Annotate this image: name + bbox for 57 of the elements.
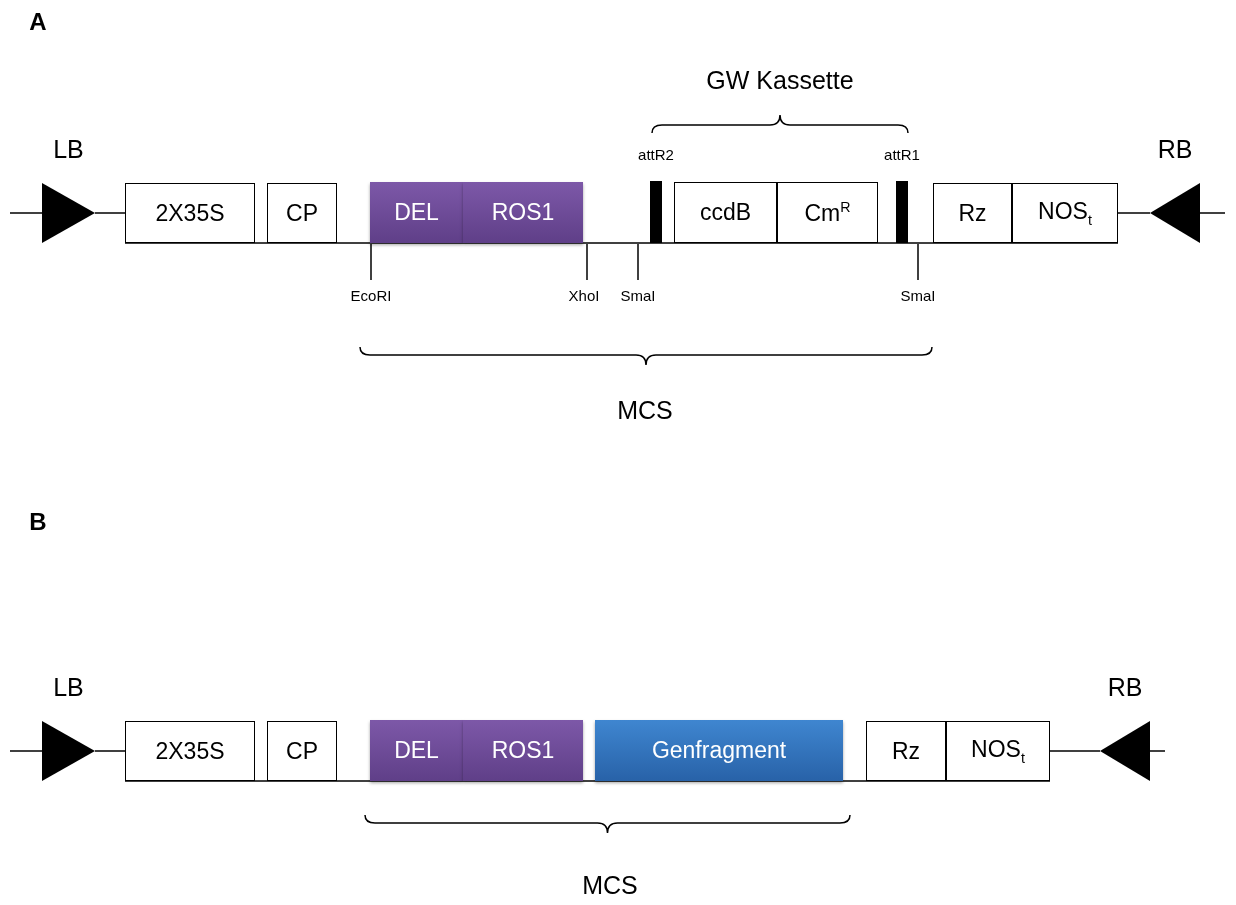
site-label: attR1 [884,146,920,163]
element-box [1012,183,1118,243]
border-label: LB [53,135,84,164]
leader-line [917,243,919,281]
site-label: EcoRI [350,286,392,304]
element-box [946,721,1050,781]
element-label: DEL [394,737,439,764]
leader-line [370,243,372,281]
dna-backbone-line [9,212,43,214]
dna-backbone-line [1149,750,1166,752]
border-label: LB [53,673,84,702]
dna-backbone-line [9,750,43,752]
dna-backbone-line [1117,212,1151,214]
element-box [267,721,337,781]
dna-backbone-line [1049,750,1101,752]
element-label: Rz [958,199,987,227]
panel-letter: B [29,508,47,536]
site-label: attR2 [638,146,674,163]
dna-backbone-line [94,750,126,752]
site-label: SmaI [620,286,656,304]
element-label: Genfragment [651,737,787,764]
leader-line [586,243,588,281]
gene-segment [370,720,463,781]
leader-line [637,243,639,281]
gene-segment [463,182,583,243]
element-box [866,721,946,781]
border-label: RB [1107,673,1143,702]
element-label: Cm$^{R}$ [804,198,851,227]
border-label: RB [1157,135,1193,164]
site-label: XhoI [568,286,600,304]
element-label: CP [286,199,318,227]
site-label: SmaI [900,286,936,304]
element-label: ROS1 [491,199,555,226]
element-box [125,721,255,781]
element-box [777,182,878,243]
gene-segment [463,720,583,781]
element-label: 2X35S [155,737,225,765]
element-label: ROS1 [491,737,555,764]
bracket-label: MCS [582,870,638,900]
element-box [125,183,255,243]
bracket-label: MCS [617,395,673,425]
panel-letter: A [29,8,47,36]
element-label: ccdB [699,199,752,226]
element-label: Rz [891,737,921,765]
bracket-label: GW Kassette [706,65,854,95]
element-label: NOS$_{t}$ [1038,198,1092,228]
gene-segment [370,182,463,243]
element-label: 2X35S [155,199,225,227]
element-label: CP [286,737,318,765]
element-label: NOS$_{t}$ [971,736,1025,766]
element-box [933,183,1012,243]
dna-backbone-line [94,212,126,214]
dna-backbone-line [1199,212,1226,214]
element-box [674,182,777,243]
gene-segment [595,720,843,781]
element-box [267,183,337,243]
element-label: DEL [394,199,439,226]
